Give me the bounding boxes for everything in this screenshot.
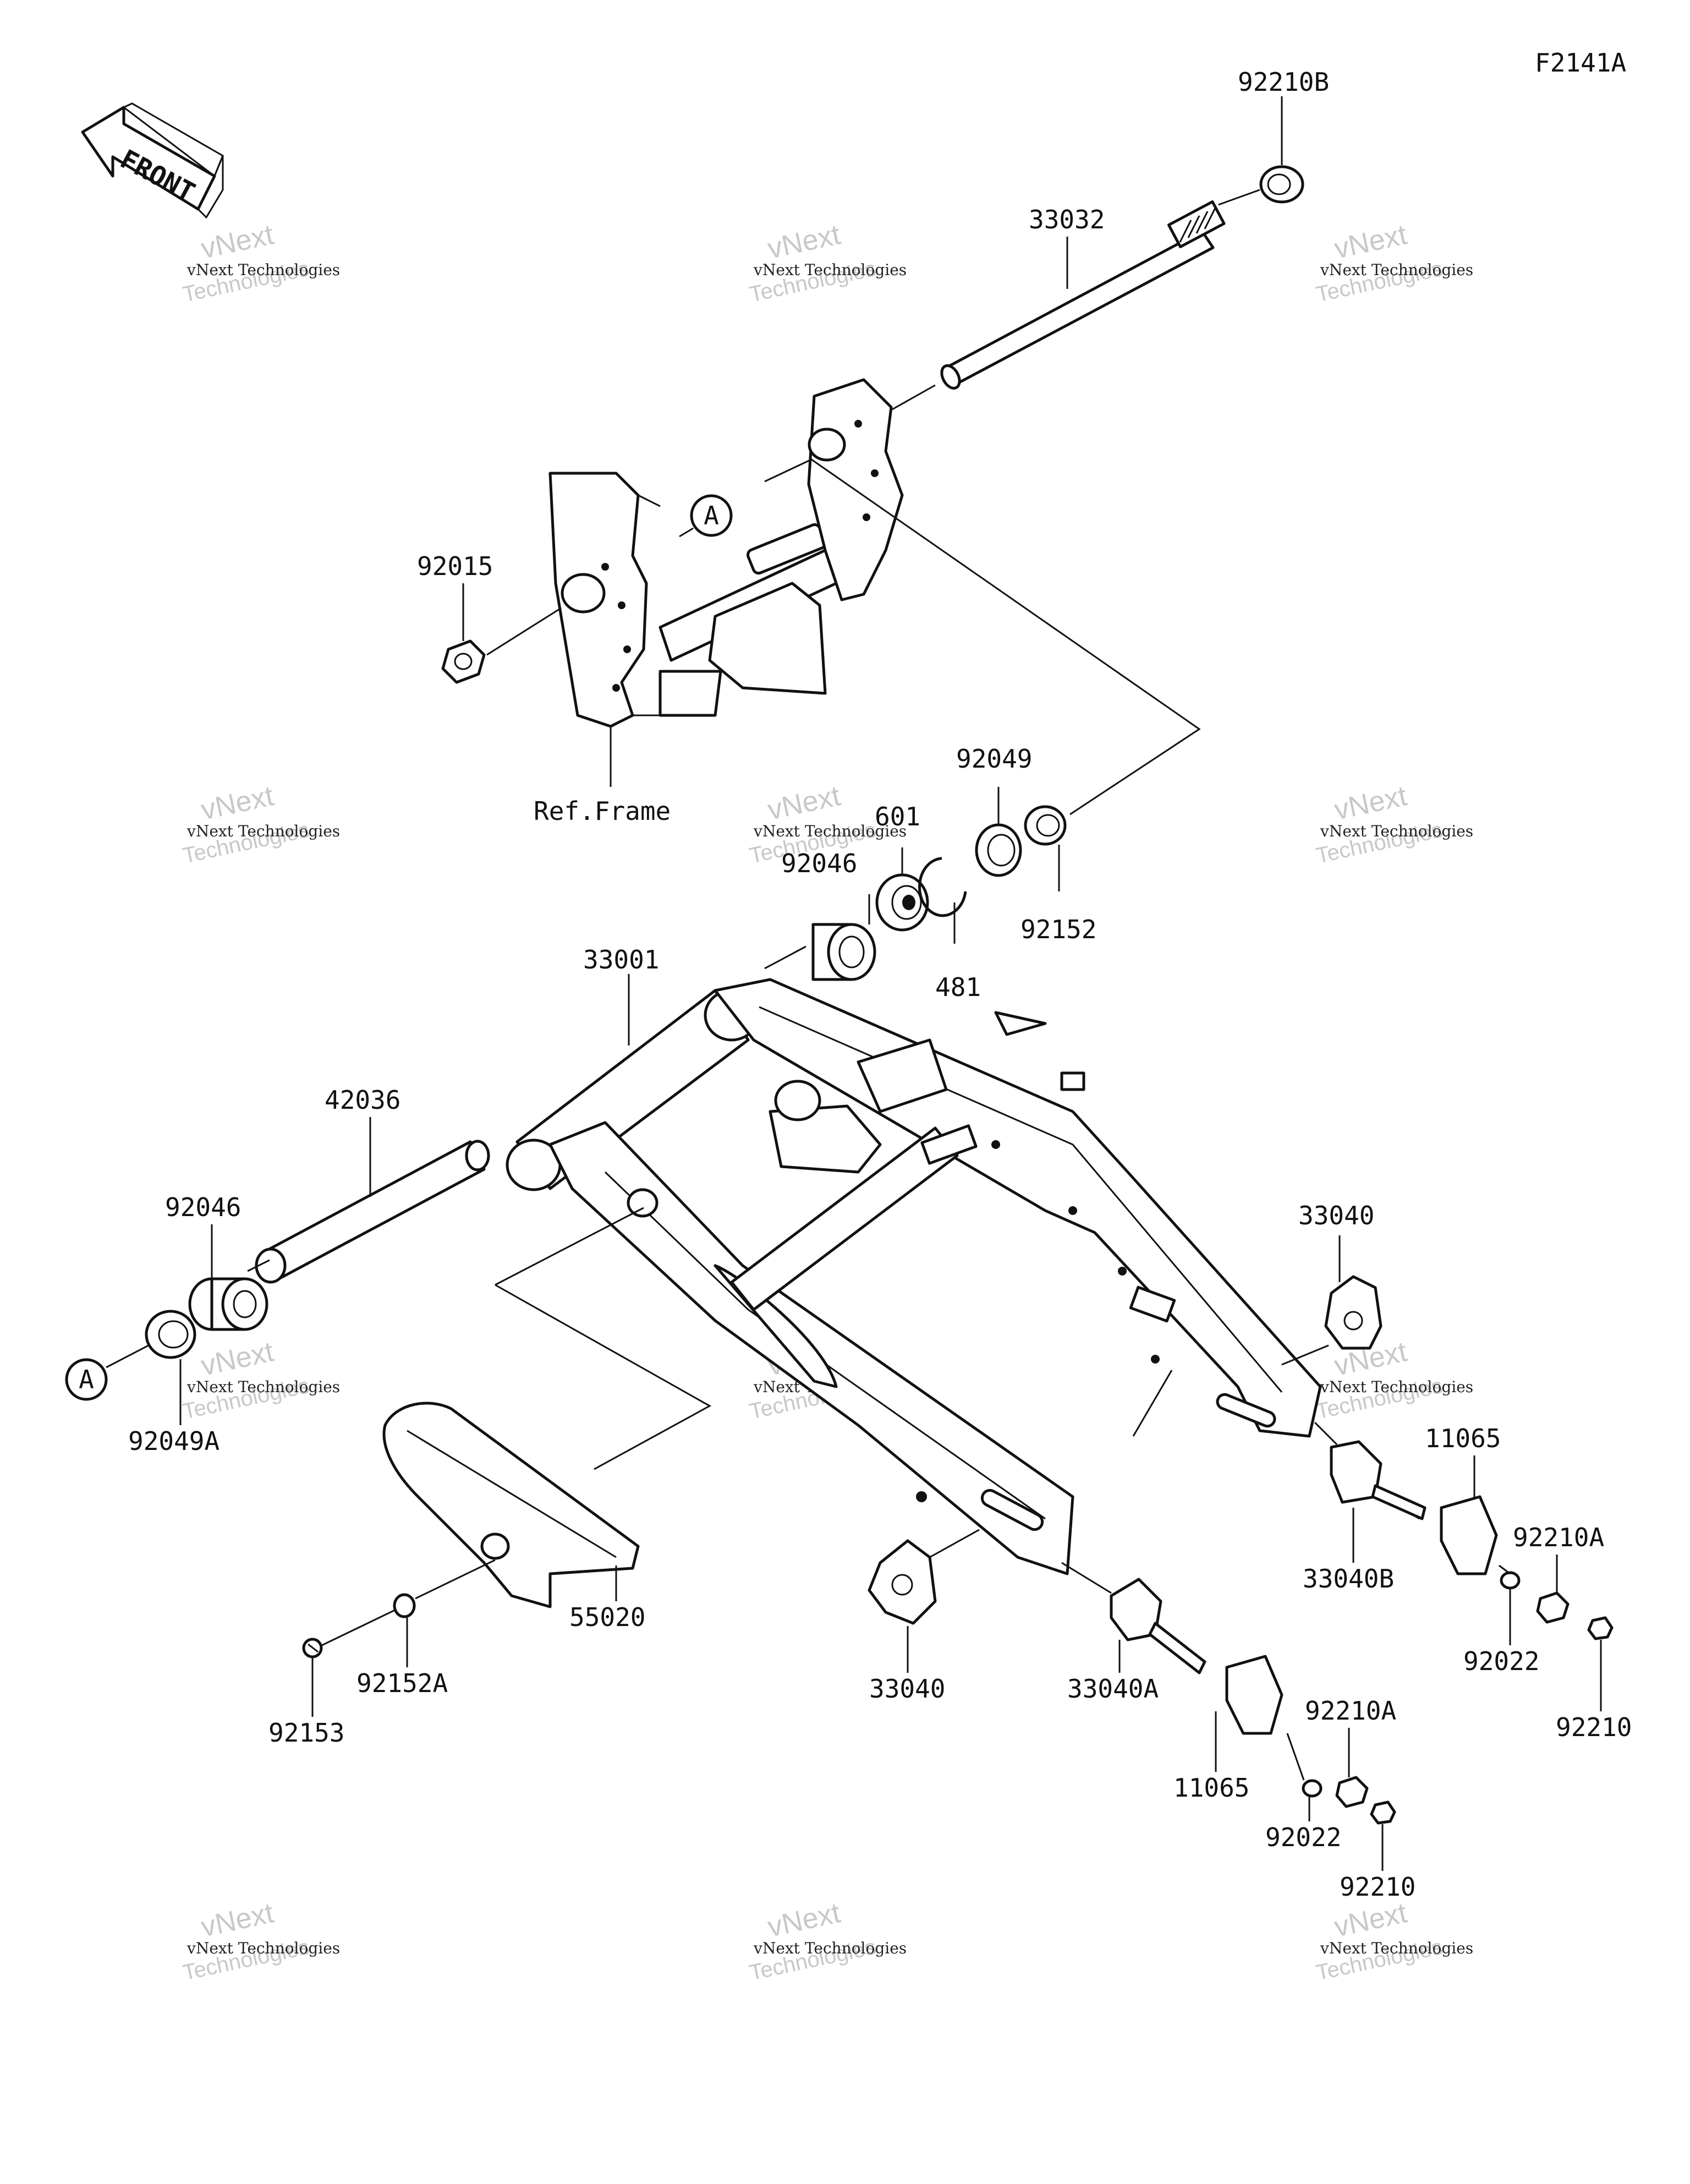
washer-92022-right [1500,1571,1521,1590]
adjuster-33040-right [1324,1275,1382,1350]
watermark-vnext: vNext [198,780,277,826]
seal-92049A [145,1310,196,1359]
nut-92210A-bottom [1335,1776,1369,1808]
nut-92210-bottom [1370,1800,1396,1825]
watermark-text: vNext Technologies [186,261,340,279]
watermark-text: vNext Technologies [753,822,907,840]
part-label-92210A-bottom: 92210A [1305,1696,1396,1726]
watermark: vNext Technologies vNext Technologies [1314,780,1473,868]
adjuster-33040A [1110,1578,1206,1674]
part-label-92022-right: 92022 [1463,1646,1539,1676]
callout-A-left: A [65,1344,149,1401]
part-label-92049A: 92049A [128,1426,220,1456]
watermark-text: vNext Technologies [186,822,340,840]
part-label-33032: 33032 [1029,205,1105,234]
nut-92015 [441,639,486,684]
leader-lines [179,96,1602,1871]
watermark: vNext Technologies vNext Technologies [180,218,340,306]
watermark-text: vNext Technologies [753,261,907,279]
washer-92022-bottom [1302,1779,1323,1798]
part-label-92210A-right: 92210A [1513,1523,1604,1552]
adjuster-33040B [1330,1440,1426,1520]
watermark: vNext Technologies vNext Technologies [1314,1335,1473,1424]
watermark: vNext Technologies vNext Technologies [180,1335,340,1424]
part-label-92015: 92015 [417,551,493,581]
watermark-text: vNext Technologies [1320,822,1473,840]
pivot-pipe-42036 [255,1140,490,1284]
collar-92152 [1024,805,1067,846]
watermark-vnext: vNext [765,218,843,265]
swingarm [506,978,1322,1575]
watermark-vnext: vNext [765,1897,843,1943]
needle-bearing-92046-top [811,923,876,981]
callout-A-text: A [704,501,719,530]
part-label-11065-right: 11065 [1425,1424,1501,1453]
part-label-55020: 55020 [569,1602,645,1632]
part-label-92210B: 92210B [1238,67,1329,97]
pivot-shaft [940,200,1226,390]
adjuster-33040-bottom [868,1539,937,1625]
part-label-92153: 92153 [268,1718,344,1748]
watermark-vnext: vNext [1331,780,1410,826]
watermark: vNext Technologies vNext Technologies [747,218,907,306]
part-label-92049-top: 92049 [956,744,1032,774]
part-label-33040B: 33040B [1303,1564,1394,1594]
washer-92152A [393,1593,416,1618]
part-label-92152: 92152 [1020,915,1096,944]
part-label-92210-bottom: 92210 [1340,1872,1415,1902]
seal-92049-top [975,823,1022,877]
watermark-text: vNext Technologies [1320,261,1473,279]
nut-92210-right [1587,1616,1614,1640]
frame-cross-tube [659,523,838,717]
watermark: vNext Technologies vNext Technologies [180,780,340,868]
watermark-text: vNext Technologies [1320,1378,1473,1396]
watermark-vnext: vNext [198,1897,277,1943]
circlip-481 [918,857,967,917]
callout-A-top: A [679,494,733,538]
part-label-92152A: 92152A [356,1668,448,1698]
part-label-33040-bottom: 33040 [869,1674,945,1704]
watermark-vnext: vNext [1331,218,1410,265]
watermark: vNext Technologies vNext Technologies [747,1897,907,1985]
part-label-601: 601 [875,802,920,831]
part-label-92022-bottom: 92022 [1265,1822,1341,1852]
watermark: vNext Technologies vNext Technologies [1314,218,1473,306]
watermark-vnext: vNext [198,218,277,265]
frame-left-plate [548,472,661,728]
adjuster-block-11065-right [1440,1495,1498,1575]
part-label-33040-right: 33040 [1298,1201,1374,1230]
ball-bearing-601 [875,873,929,932]
part-label-33001: 33001 [583,945,659,975]
nut-92210A-right [1536,1591,1570,1624]
watermark-text: vNext Technologies [186,1378,340,1396]
diagram-code: F2141A [1535,48,1626,78]
part-label-11065-bottom: 11065 [1173,1773,1249,1803]
needle-bearing-92046-left [188,1277,268,1331]
watermark: vNext Technologies vNext Technologies [1314,1897,1473,1985]
watermark-text: vNext Technologies [753,1939,907,1957]
adjuster-block-11065-bottom [1225,1655,1283,1735]
watermark-vnext: vNext [198,1335,277,1382]
callout-A-text: A [79,1365,94,1394]
part-label-92046-top: 92046 [781,849,857,878]
part-label-92210-right: 92210 [1556,1712,1632,1742]
watermark-vnext: vNext [765,780,843,826]
bolt-92153 [302,1638,323,1658]
nut-92210B [1259,165,1304,204]
part-label-92046-left: 92046 [165,1192,241,1222]
part-label-481: 481 [935,972,981,1002]
part-label-42036: 42036 [325,1085,400,1115]
part-labels: 92210B 33032 92015 Ref.Frame 92049 601 9… [128,67,1632,1902]
part-label-33040A: 33040A [1067,1674,1159,1704]
watermark-vnext: vNext [1331,1897,1410,1943]
watermark-text: vNext Technologies [1320,1939,1473,1957]
watermark-text: vNext Technologies [186,1939,340,1957]
watermark: vNext Technologies vNext Technologies [180,1897,340,1985]
front-arrow-icon: FRONT [81,102,224,219]
ref-frame-label: Ref.Frame [534,796,671,826]
chain-guide-55020 [382,1402,640,1608]
